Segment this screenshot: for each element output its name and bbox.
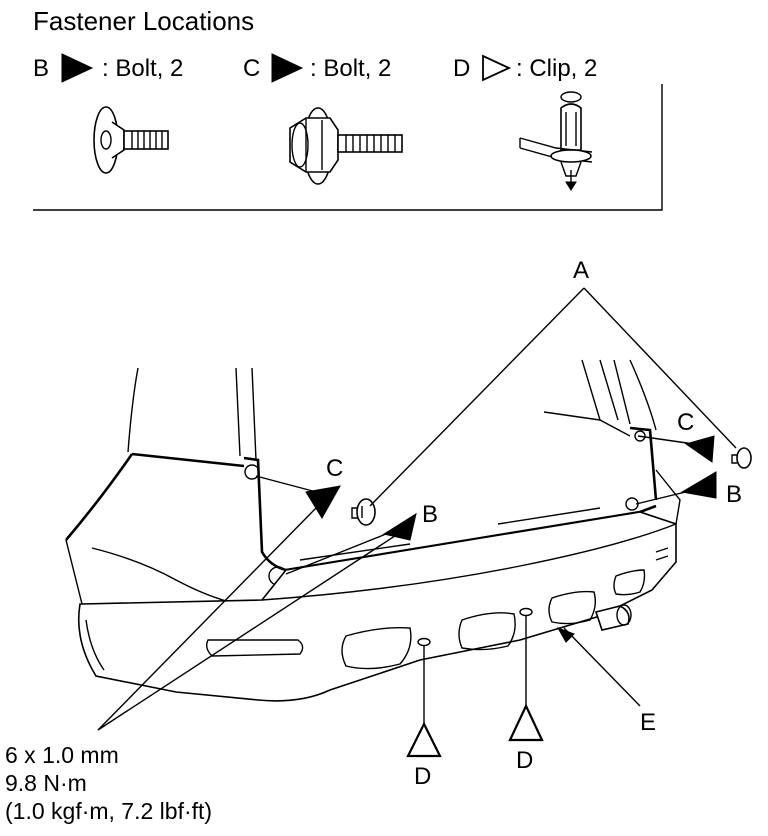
bolt-b-illustration [93,106,169,174]
legend-letter: B [33,55,49,82]
bolt-c-left-arrow-icon [305,485,341,519]
bolt-c-right-arrow-icon [684,435,715,463]
torque-thread: 6 x 1.0 mm [5,742,119,768]
callout-a: A [573,257,589,284]
clip-d-left-arrow-icon [406,721,442,758]
part-a-left [351,498,376,526]
bolt-c-illustration [289,107,403,185]
legend-letter: C [243,55,260,82]
legend-clip-d: D : Clip, 2 [453,54,597,82]
torque-newton: 9.8 N·m [5,770,87,796]
solid-triangle-icon [61,53,94,83]
hollow-triangle-icon [482,54,512,82]
callout-c-left: C [326,455,343,482]
bolt-b-right-arrow-icon [680,471,717,499]
callout-d-left: D [414,763,431,790]
clip-d-right-arrow-icon [508,703,544,742]
callout-c-right: C [677,409,694,436]
torque-imperial: (1.0 kgf·m, 7.2 lbf·ft) [5,798,212,824]
callout-d-right: D [516,747,533,774]
solid-triangle-icon [271,53,304,83]
legend-bolt-c: C : Bolt, 2 [243,53,391,83]
part-a-right [731,447,752,469]
legend-frame [33,84,663,211]
legend-letter: D [453,55,470,82]
bolt-b-left-arrow-icon [382,512,417,541]
legend-bolt-b: B : Bolt, 2 [33,53,183,83]
callout-e: E [640,709,656,736]
torque-spec: 6 x 1.0 mm 9.8 N·m (1.0 kgf·m, 7.2 lbf·f… [5,742,212,824]
callout-b-right: B [726,481,742,508]
vehicle-rear-illustration [65,359,681,702]
clip-d-illustration [519,91,593,191]
legend-text: : Bolt, 2 [102,55,183,82]
callout-b-left: B [422,501,438,528]
legend-text: : Clip, 2 [516,55,597,82]
fastener-arrows [305,435,717,758]
page-title: Fastener Locations [33,6,254,36]
part-e-arrow-icon [556,627,575,643]
legend-text: : Bolt, 2 [310,55,391,82]
